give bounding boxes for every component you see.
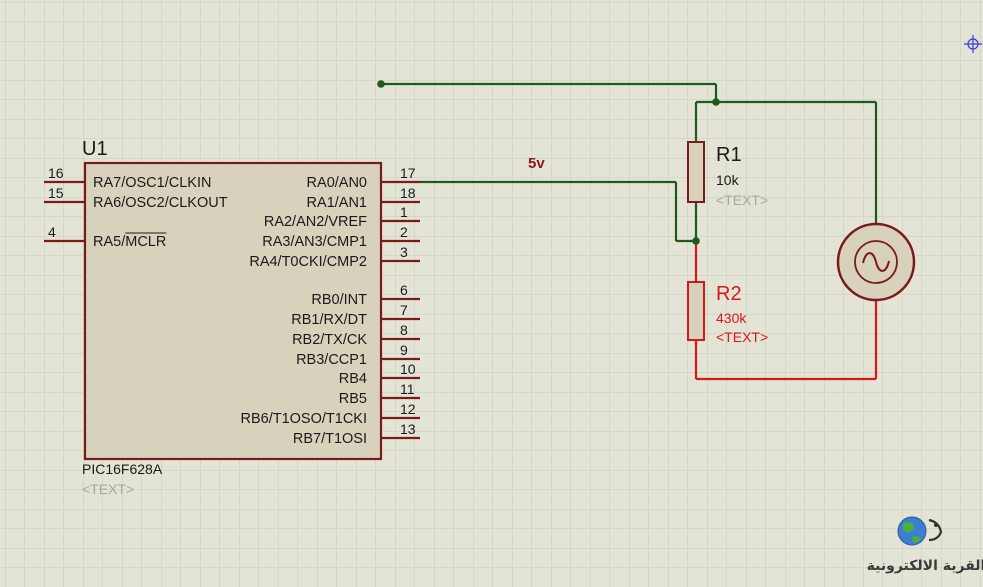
- mcu-u1[interactable]: U1 16RA7/OSC1/CLKIN15RA6/OSC2/CLKOUT4RA5…: [44, 138, 420, 497]
- mcu-pin-label: RA6/OSC2/CLKOUT: [93, 195, 228, 211]
- resistor-r1[interactable]: R1 10k <TEXT>: [687, 141, 768, 208]
- mcu-text-placeholder: <TEXT>: [82, 481, 134, 497]
- r1-ref: R1: [716, 144, 742, 166]
- mcu-pin-label: RB3/CCP1: [296, 352, 367, 368]
- mcu-pin-label: RA5/MCLR: [93, 234, 166, 250]
- source-inner-ring: [854, 240, 898, 284]
- junction-dot: [377, 80, 385, 88]
- mcu-pin-label: RA0/AN0: [307, 175, 367, 191]
- r1-body[interactable]: [687, 141, 705, 203]
- mcu-pin-label: RA1/AN1: [307, 195, 367, 211]
- net-label-5v[interactable]: 5v: [528, 155, 545, 172]
- mcu-pin-number: 12: [400, 401, 416, 417]
- sine-wave-icon: [862, 252, 890, 272]
- mcu-pin-number: 1: [400, 204, 408, 220]
- mcu-pin-label: RA4/T0CKI/CMP2: [249, 254, 367, 270]
- mcu-pin-label: RB2/TX/CK: [292, 332, 367, 348]
- mcu-pin-label: RB6/T1OSO/T1CKI: [240, 411, 367, 427]
- globe-logo-icon: [897, 516, 943, 546]
- crosshair-icon: [964, 35, 982, 53]
- mcu-pin-number: 3: [400, 244, 408, 260]
- mcu-pin-label: RB4: [339, 371, 367, 387]
- mcu-pin-number: 8: [400, 322, 408, 338]
- ac-voltage-source-icon[interactable]: [836, 222, 916, 302]
- mcu-pin-number: 4: [48, 224, 56, 240]
- r2-ref: R2: [716, 283, 742, 305]
- mcu-pin-number: 11: [400, 381, 415, 397]
- mcu-pin-number: 13: [400, 421, 416, 437]
- r1-text-placeholder: <TEXT>: [716, 192, 768, 208]
- mcu-pin-number: 16: [48, 165, 64, 181]
- red-wires: [694, 241, 878, 381]
- mcu-pin-number: 17: [400, 165, 416, 181]
- mcu-pin-number: 9: [400, 342, 408, 358]
- mcu-pin-number: 7: [400, 302, 408, 318]
- resistor-r2[interactable]: R2 430k <TEXT>: [687, 281, 768, 345]
- junction-dot: [692, 237, 700, 245]
- green-wires: [381, 82, 878, 243]
- mcu-body[interactable]: [83, 161, 383, 461]
- r1-value: 10k: [716, 172, 740, 188]
- mcu-pin-label: RA7/OSC1/CLKIN: [93, 175, 211, 191]
- junctions: [377, 80, 720, 245]
- mcu-pin-label: RB5: [339, 391, 367, 407]
- junction-dot: [712, 98, 720, 106]
- mcu-pin-number: 6: [400, 282, 408, 298]
- logo-text: القرية الالكترونية: [867, 558, 983, 574]
- r2-body[interactable]: [687, 281, 705, 341]
- mcu-pin-label: RB1/RX/DT: [291, 312, 367, 328]
- mcu-pin-label: RB0/INT: [311, 292, 367, 308]
- mcu-pin-label: RB7/T1OSI: [293, 431, 367, 447]
- mcu-pin-number: 18: [400, 185, 416, 201]
- mcu-pin-number: 10: [400, 361, 416, 377]
- mcu-pin-number: 15: [48, 185, 64, 201]
- r2-text-placeholder: <TEXT>: [716, 329, 768, 345]
- mcu-part-name: PIC16F628A: [82, 461, 163, 477]
- mcu-pin-label: RA2/AN2/VREF: [264, 214, 367, 230]
- r2-value: 430k: [716, 310, 747, 326]
- mcu-pin-number: 2: [400, 224, 408, 240]
- mcu-ref: U1: [82, 138, 108, 160]
- mcu-pin-label: RA3/AN3/CMP1: [262, 234, 367, 250]
